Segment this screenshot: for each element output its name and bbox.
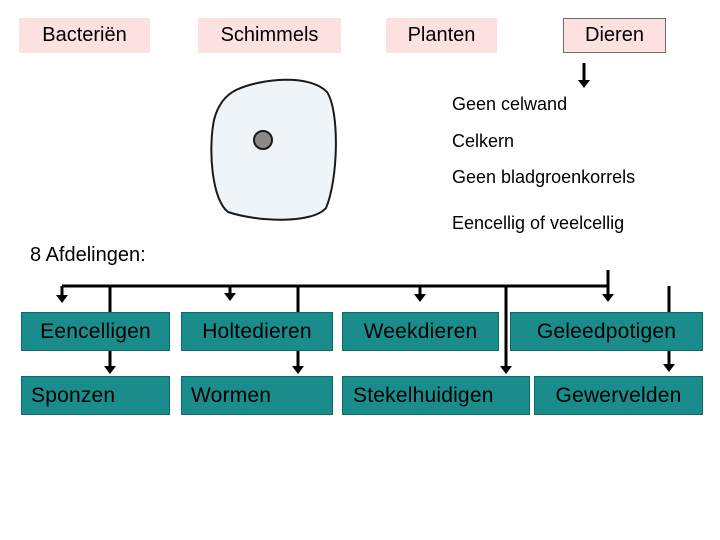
kingdom-schimmels: Schimmels [198,18,341,53]
phylum-gewervelden: Gewervelden [534,376,703,415]
phylum-weekdieren: Weekdieren [342,312,499,351]
kingdom-bacterien: Bacteriën [19,18,150,53]
phylum-stekelhuidigen: Stekelhuidigen [342,376,530,415]
cell-nucleus [253,130,273,150]
property-geen-bladgroenkorrels: Geen bladgroenkorrels [452,167,636,187]
phylum-sponzen: Sponzen [21,376,170,415]
phylum-geleedpotigen: Geleedpotigen [510,312,703,351]
afdelingen-title: 8 Afdelingen: [30,244,146,266]
animal-cell-illustration [210,78,337,221]
property-geen-celwand: Geen celwand [452,94,568,114]
phylum-eencelligen: Eencelligen [21,312,170,351]
phylum-wormen: Wormen [181,376,333,415]
property-eencellig-of-veelcellig: Eencellig of veelcellig [452,213,625,233]
kingdom-dieren: Dieren [563,18,666,53]
tree-arrowheads [56,293,675,374]
property-celkern: Celkern [452,131,515,151]
dieren-arrow [578,63,590,88]
kingdom-planten: Planten [386,18,497,53]
phylum-holtedieren: Holtedieren [181,312,333,351]
